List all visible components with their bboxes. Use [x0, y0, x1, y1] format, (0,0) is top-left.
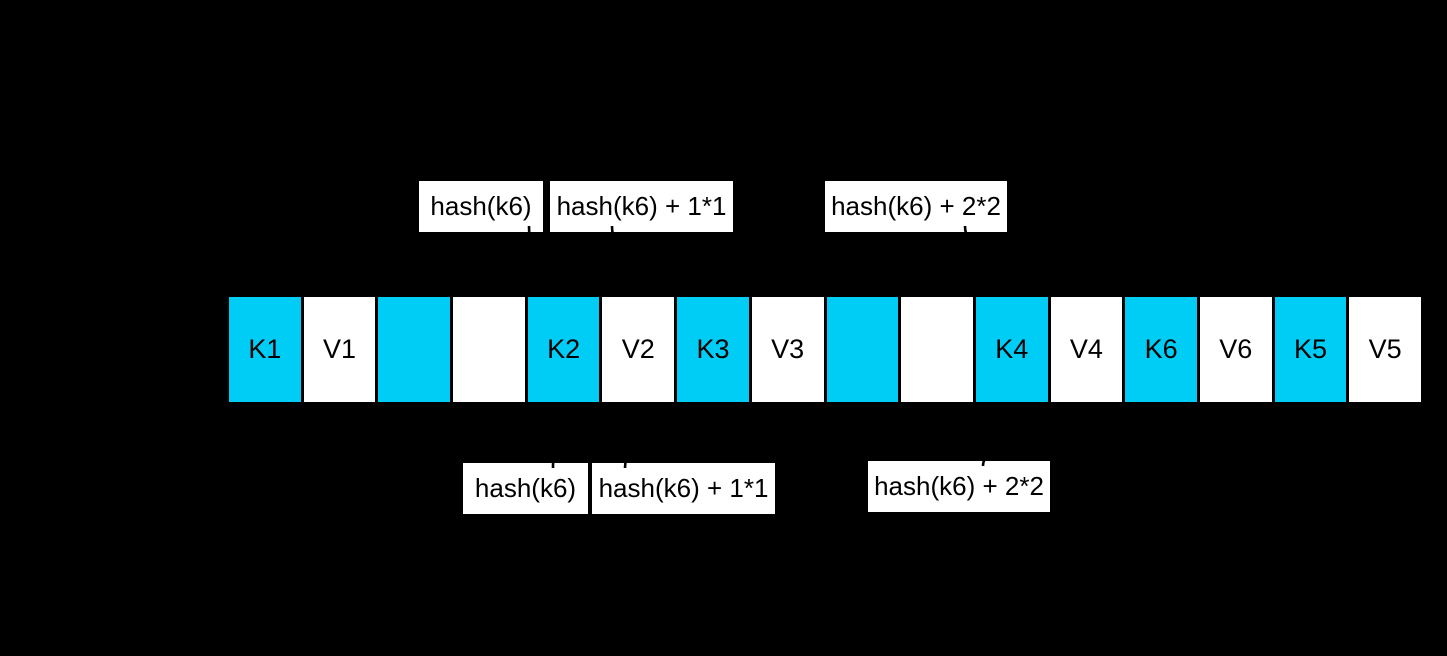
probe-arrow-bottom-2	[623, 405, 709, 469]
probe-label-bottom-hash: hash(k6)	[463, 463, 588, 514]
table-cell-empty-value	[901, 297, 973, 402]
probe-arrow-bottom-3	[981, 405, 1159, 467]
table-cell-k4: K4	[975, 297, 1048, 402]
table-cell-empty-key	[378, 297, 451, 402]
table-cell-k5: K5	[1274, 297, 1347, 402]
probe-label-text: hash(k6) + 1*1	[598, 473, 769, 503]
table-cell-v3: V3	[751, 297, 824, 402]
probe-label-top-hash: hash(k6)	[419, 181, 543, 232]
probe-arrow-top-3	[963, 225, 1159, 294]
table-cell-v6: V6	[1199, 297, 1272, 402]
table-cell-v2: V2	[602, 297, 675, 402]
table-cell-k6: K6	[1125, 297, 1197, 402]
probe-arrow-bottom-1	[551, 406, 563, 469]
table-cell-v1: V1	[303, 297, 376, 402]
table-cell-v4: V4	[1050, 297, 1123, 402]
probe-label-text: hash(k6) + 2*2	[874, 471, 1044, 501]
probe-label-top-hash-plus-4: hash(k6) + 2*2	[825, 181, 1007, 232]
table-cell-k1: K1	[229, 297, 301, 402]
table-cell-empty-value	[453, 297, 525, 402]
probe-arrow-top-2	[610, 225, 709, 294]
probe-label-top-hash-plus-1: hash(k6) + 1*1	[550, 181, 733, 232]
probe-label-text: hash(k6) + 1*1	[556, 191, 727, 221]
table-cell-k3: K3	[677, 297, 749, 402]
probe-label-bottom-hash-plus-4: hash(k6) + 2*2	[868, 461, 1050, 512]
probe-label-text: hash(k6) + 2*2	[831, 191, 1001, 221]
probe-label-text: hash(k6)	[474, 473, 577, 503]
table-cell-v5: V5	[1349, 297, 1421, 402]
probe-label-text: hash(k6)	[430, 191, 532, 221]
table-cell-k2: K2	[527, 297, 600, 402]
hash-table-row: K1 V1 K2 V2 K3 V3 K4 V4 K6 V6 K5 V5	[226, 294, 1424, 405]
probe-label-bottom-hash-plus-1: hash(k6) + 1*1	[592, 463, 775, 514]
probe-arrow-top-1	[527, 225, 562, 294]
table-cell-empty-key	[826, 297, 899, 402]
